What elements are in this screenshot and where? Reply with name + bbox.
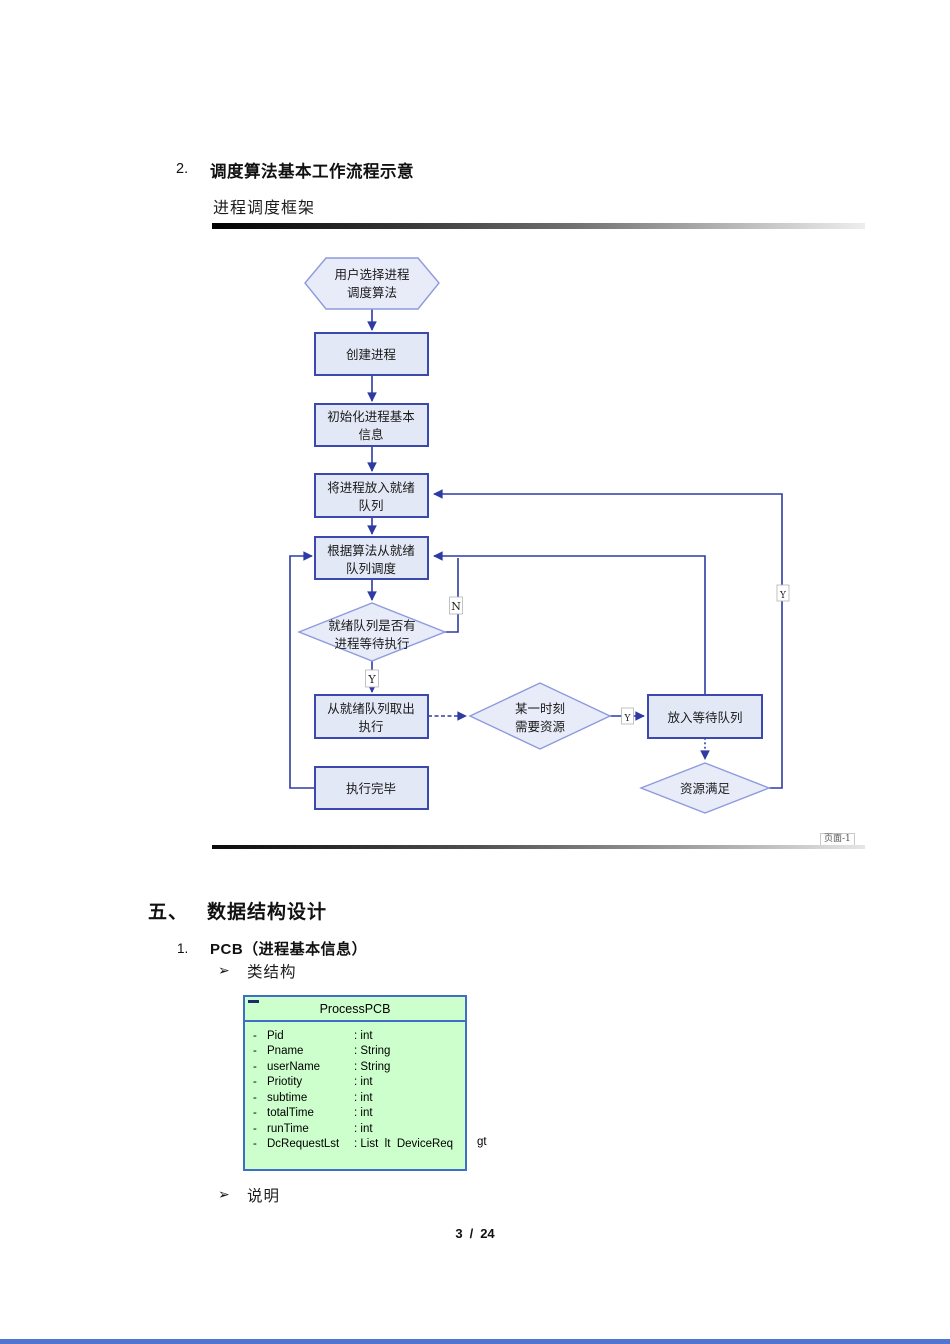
flow-node-execute xyxy=(314,694,429,739)
footer-separator: / xyxy=(469,1226,474,1241)
footer-current-page: 3 xyxy=(455,1226,463,1241)
flow-node-init-line1: 初始化进程基本 xyxy=(327,409,415,424)
flow-node-execute-line2: 执行 xyxy=(358,719,383,734)
uml-field-row: -totalTime : int xyxy=(250,1106,465,1122)
label-yes-need: Y xyxy=(624,714,632,724)
field-name: Pname xyxy=(267,1045,304,1058)
edge-waitqueue-to-schedule xyxy=(433,551,706,695)
flow-node-enqueue-line1: 将进程放入就绪 xyxy=(327,480,415,495)
section5-title: 数据结构设计 xyxy=(207,902,328,923)
uml-class-title: ProcessPCB xyxy=(319,1002,391,1016)
field-dash: - xyxy=(253,1029,257,1042)
field-name: runTime xyxy=(267,1122,309,1135)
footer-total-pages: 24 xyxy=(480,1226,495,1241)
flow-node-schedule xyxy=(314,536,429,580)
uml-class-fields: -Pid: int -Pname: String -userName: Stri… xyxy=(245,1022,465,1152)
flow-node-wait-queue xyxy=(647,694,763,739)
section2-number: 2. xyxy=(176,161,189,177)
field-type: : int xyxy=(354,1091,373,1104)
flow-node-done-line1: 执行完毕 xyxy=(346,781,396,796)
flow-node-done xyxy=(314,766,429,810)
flow-decision-has-ready xyxy=(297,602,447,662)
uml-class-processpcb: ProcessPCB -Pid: int -Pname: String -use… xyxy=(243,995,467,1171)
label-no: N xyxy=(451,600,461,613)
uml-overflow-text: gt xyxy=(477,1136,487,1148)
flow-decision-has-ready-line2: 进程等待执行 xyxy=(334,636,409,651)
flow-decision-has-ready-line1: 就绪队列是否有 xyxy=(328,618,416,633)
flow-node-select-line2: 调度算法 xyxy=(347,285,397,300)
bullet-arrow-icon: ➢ xyxy=(218,962,230,978)
field-name: Priotity xyxy=(267,1076,303,1089)
bullet-class-structure-label: 类结构 xyxy=(247,963,297,981)
frame-top-gradient-bar xyxy=(212,223,865,229)
uml-field-row: -Pname : String xyxy=(250,1044,465,1060)
flow-node-execute-line1: 从就绪队列取出 xyxy=(327,701,415,716)
flow-node-schedule-line2: 队列调度 xyxy=(346,561,397,576)
label-box-yes-need xyxy=(621,707,634,725)
flow-decision-resource-ok-line1: 资源满足 xyxy=(680,781,731,796)
field-type: : String xyxy=(354,1060,391,1073)
edge-hasready-no-loop xyxy=(445,558,459,633)
field-type: : int xyxy=(354,1107,373,1120)
section2-title: 调度算法基本工作流程示意 xyxy=(210,163,414,181)
field-name: Pid xyxy=(267,1029,284,1042)
flow-node-wait-queue-line1: 放入等待队列 xyxy=(667,710,742,725)
flow-decision-need-resource-line2: 需要资源 xyxy=(515,719,566,734)
flow-decision-need-resource xyxy=(468,682,612,750)
bullet-arrow-icon: ➢ xyxy=(218,1186,230,1202)
page-number-footer: 3 / 24 xyxy=(0,1226,950,1241)
uml-field-row: -runTime : int xyxy=(250,1121,465,1137)
field-type: : String xyxy=(354,1045,391,1058)
flow-node-init-info xyxy=(314,403,429,447)
label-box-no xyxy=(449,596,463,615)
field-type: : int xyxy=(354,1076,373,1089)
section5-number: 五、 xyxy=(148,902,189,923)
field-name: subtime xyxy=(267,1091,308,1104)
edge-done-to-schedule xyxy=(289,551,315,789)
field-dash: - xyxy=(253,1060,257,1073)
item1-title: PCB（进程基本信息） xyxy=(210,941,368,958)
flow-node-init-line2: 信息 xyxy=(358,427,383,442)
uml-field-row: -Priotity : int xyxy=(250,1075,465,1091)
field-dash: - xyxy=(253,1122,257,1135)
label-box-yes-execute xyxy=(365,669,379,688)
process-scheduling-flowchart: 用户选择进程 调度算法 创建进程 初始化进程基本 信息 将进程放入就绪 队列 根… xyxy=(289,257,790,814)
edge-resok-yes-to-enqueue xyxy=(433,489,783,789)
item1-number: 1. xyxy=(177,941,189,956)
flow-node-select-line1: 用户选择进程 xyxy=(334,267,410,282)
field-name: DcRequestLst xyxy=(267,1138,340,1151)
uml-field-row: -subtime : int xyxy=(250,1090,465,1106)
uml-collapse-dash-icon xyxy=(248,1000,259,1003)
field-name: userName xyxy=(267,1060,321,1073)
flow-node-create-process xyxy=(314,332,429,376)
field-dash: - xyxy=(253,1138,257,1151)
flow-decision-resource-ok xyxy=(639,762,771,814)
field-dash: - xyxy=(253,1091,257,1104)
bottom-page-edge-bar xyxy=(0,1339,950,1344)
flow-node-schedule-line1: 根据算法从就绪 xyxy=(327,543,415,558)
flow-node-select-algorithm xyxy=(304,257,440,310)
field-name: totalTime xyxy=(267,1107,314,1120)
field-dash: - xyxy=(253,1076,257,1089)
field-dash: - xyxy=(253,1045,257,1058)
uml-field-row: -DcRequestLst : List lt DeviceReq xyxy=(250,1137,465,1153)
uml-field-row: -userName : String xyxy=(250,1059,465,1075)
field-type: : int xyxy=(354,1122,373,1135)
label-box-yes-resource xyxy=(776,584,790,602)
label-yes-resource: Y xyxy=(779,591,787,601)
frame-bottom-gradient-bar xyxy=(212,845,865,849)
field-type: : int xyxy=(354,1029,373,1042)
field-type: : List lt DeviceReq xyxy=(354,1138,454,1151)
uml-class-title-row: ProcessPCB xyxy=(245,997,465,1022)
flow-node-enqueue-ready xyxy=(314,473,429,518)
label-yes-execute: Y xyxy=(367,673,376,686)
uml-field-row: -Pid : int xyxy=(250,1028,465,1044)
flowchart-frame-title: 进程调度框架 xyxy=(213,198,316,217)
flow-decision-need-resource-line1: 某一时刻 xyxy=(515,701,565,716)
field-dash: - xyxy=(253,1107,257,1120)
flow-node-create-line1: 创建进程 xyxy=(346,347,397,362)
flow-node-enqueue-line2: 队列 xyxy=(358,498,383,513)
bullet-note-label: 说明 xyxy=(247,1187,281,1205)
